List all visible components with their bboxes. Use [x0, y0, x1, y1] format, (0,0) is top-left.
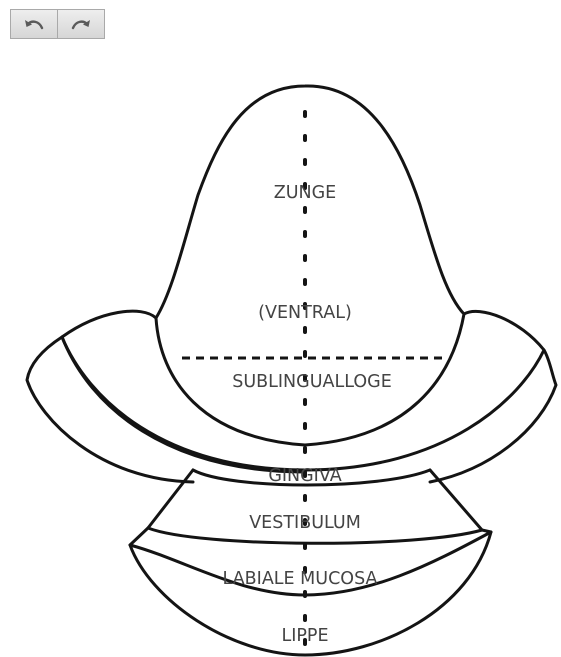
label-ventral: (VENTRAL) — [258, 303, 352, 323]
outer-arch-outline — [27, 337, 193, 482]
outer-arch-right — [430, 350, 556, 482]
label-lippe: LIPPE — [281, 626, 328, 646]
label-sublingualloge: SUBLINGUALLOGE — [232, 372, 392, 392]
label-gingiva: GINGIVA — [268, 466, 341, 486]
vestibulum-right-side — [430, 470, 482, 530]
label-vestibulum: VESTIBULUM — [249, 513, 361, 533]
label-labiale-mucosa: LABIALE MUCOSA — [223, 569, 378, 589]
label-zunge: ZUNGE — [274, 183, 337, 203]
